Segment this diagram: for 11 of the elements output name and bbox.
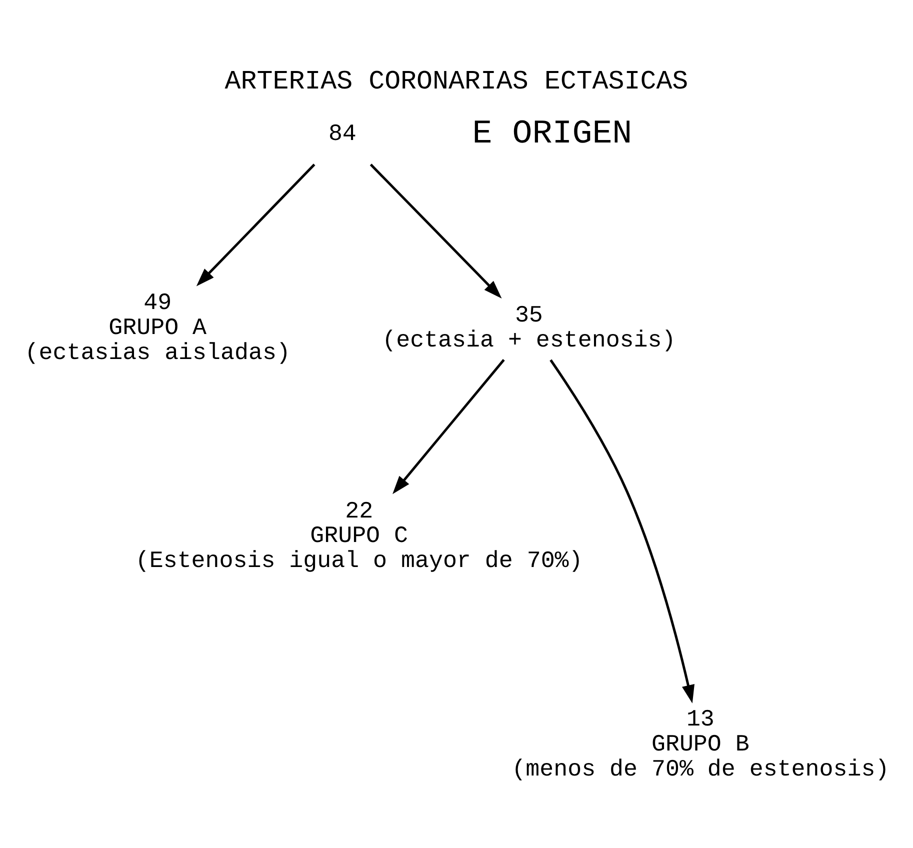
diagram-title: ARTERIAS CORONARIAS ECTASICAS (224, 66, 688, 96)
node-text: 84 (328, 120, 356, 147)
arrow (196, 163, 316, 286)
label: E ORIGEN (472, 114, 632, 152)
node-text: 13 GRUPO B (menos de 70% de estenosis) (512, 706, 890, 782)
node-text: 35 (ectasia + estenosis) (382, 302, 676, 354)
node-text: 49 GRUPO A (ectasias aisladas) (24, 290, 290, 366)
arrow (370, 163, 502, 298)
arrow (550, 358, 694, 703)
arrow (392, 358, 505, 494)
node-text: 22 GRUPO C (Estenosis igual o mayor de 70%) (135, 498, 583, 574)
